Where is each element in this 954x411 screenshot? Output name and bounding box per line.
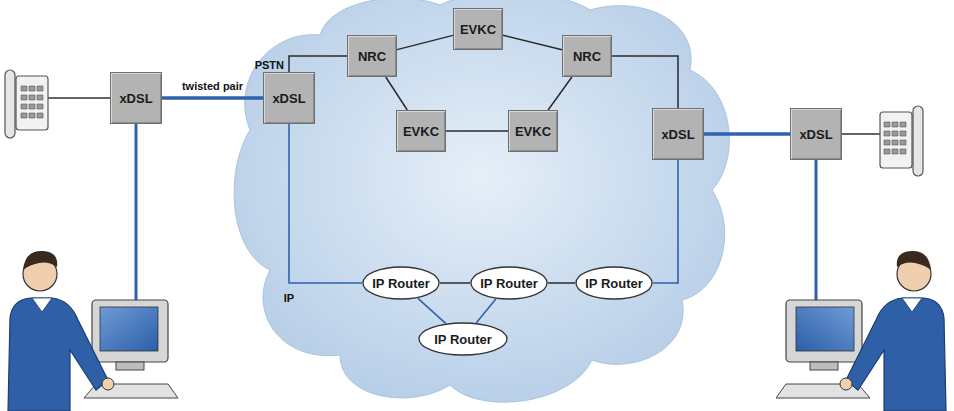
phone-body: [880, 112, 912, 168]
pstn-line: [446, 130, 508, 132]
network-cloud: [234, 0, 729, 402]
switch-box: EVKC: [453, 8, 503, 50]
router-outline: [363, 267, 439, 299]
line-label-holder: twisted pair: [182, 76, 243, 94]
phone-keypad: [21, 86, 43, 118]
computer-cable: [135, 124, 138, 300]
ip-line: [418, 298, 446, 323]
phone-body: [16, 76, 48, 130]
ip-line: [440, 282, 470, 284]
xdsl-modem: xDSL: [110, 72, 162, 124]
user-at-computer: [776, 251, 946, 411]
node-label: EVKC: [460, 22, 496, 37]
ip-router: IP Router: [470, 266, 548, 300]
computer-cable: [815, 160, 818, 300]
node-label: EVKC: [515, 124, 551, 139]
pstn-line: [612, 56, 678, 108]
monitor-screen: [100, 307, 158, 351]
twisted-pair-line: [704, 132, 790, 136]
network-label: IP: [284, 292, 294, 304]
exchange-box: NRC: [347, 35, 397, 77]
router-outline: [471, 267, 547, 299]
node-label: xDSL: [272, 91, 305, 106]
pstn-line: [386, 77, 408, 110]
phone-cord: [842, 133, 880, 135]
shirt-collar: [902, 298, 922, 312]
node-label: IP Router: [434, 332, 492, 347]
line-label-holder: PSTN: [255, 55, 284, 73]
node-label: EVKC: [403, 124, 439, 139]
node-label: IP Router: [480, 276, 538, 291]
user-at-computer: [8, 251, 178, 411]
ip-line: [548, 282, 575, 284]
phone-cord: [48, 97, 110, 99]
node-label: xDSL: [661, 127, 694, 142]
phone-handset: [5, 70, 15, 138]
person-hair: [23, 251, 57, 270]
monitor: [92, 300, 168, 362]
person-hair: [897, 251, 931, 270]
ip-line: [476, 299, 496, 323]
person-hand: [840, 378, 852, 390]
network-label: PSTN: [255, 59, 284, 71]
pstn-line: [548, 77, 572, 110]
shirt-collar: [32, 298, 52, 312]
monitor-stand: [810, 362, 838, 370]
switch-box: EVKC: [508, 110, 558, 152]
monitor: [786, 300, 862, 362]
node-label: IP Router: [585, 276, 643, 291]
pstn-line: [503, 35, 562, 50]
phone-keypad: [884, 122, 906, 154]
line-label-holder: IP: [284, 288, 294, 306]
phone-handset: [913, 106, 923, 176]
node-label: xDSL: [119, 91, 152, 106]
xdsl-modem: xDSL: [652, 108, 704, 160]
router-outline: [576, 267, 652, 299]
node-label: xDSL: [799, 127, 832, 142]
monitor-stand: [116, 362, 144, 370]
person-body: [846, 298, 946, 411]
ip-router: IP Router: [575, 266, 653, 300]
monitor-screen: [796, 307, 854, 351]
ip-router: IP Router: [418, 322, 508, 356]
exchange-box: NRC: [562, 35, 612, 77]
ip-line: [289, 124, 362, 283]
network-label: twisted pair: [182, 80, 243, 92]
person-hand: [102, 378, 114, 390]
switch-box: EVKC: [396, 110, 446, 152]
xdsl-modem: xDSL: [263, 72, 315, 124]
telephone-icon: [5, 70, 48, 138]
ip-router: IP Router: [362, 266, 440, 300]
twisted-pair-line: [162, 96, 263, 100]
router-outline: [419, 323, 507, 355]
pstn-line: [397, 35, 453, 49]
person-body: [8, 298, 108, 411]
node-label: NRC: [358, 49, 386, 64]
node-label: IP Router: [372, 276, 430, 291]
node-label: NRC: [573, 49, 601, 64]
telephone-icon: [880, 106, 923, 176]
pstn-line: [289, 56, 347, 72]
xdsl-modem: xDSL: [790, 108, 842, 160]
ip-line: [653, 160, 678, 283]
